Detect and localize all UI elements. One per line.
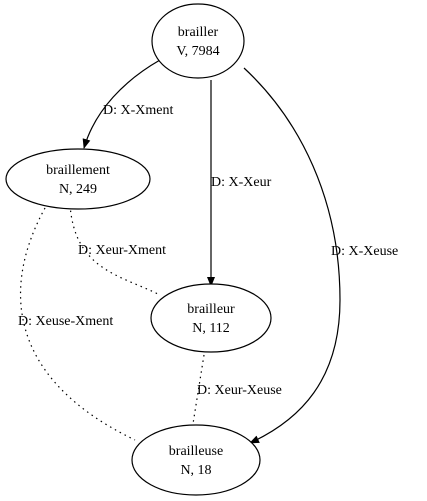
edge-label-x-xeur: D: X-Xeur	[211, 175, 272, 190]
node-brailler[interactable]: brailler V, 7984	[151, 3, 245, 79]
edge-line	[243, 67, 341, 444]
node-info: N, 112	[192, 321, 230, 336]
edge-brailler-braillement: D: X-Xment	[82, 59, 173, 149]
edge-line	[69, 204, 161, 296]
node-ellipse	[131, 424, 261, 496]
edge-brailler-brailleuse: D: X-Xeuse	[243, 67, 398, 444]
edge-brailleur-brailleuse: D: Xeur-Xeuse	[191, 354, 282, 431]
edge-label-x-xeuse: D: X-Xeuse	[331, 244, 398, 259]
node-ellipse	[5, 148, 151, 210]
edge-line	[82, 59, 161, 149]
edge-line	[19, 207, 136, 441]
edge-braillement-brailleur: D: Xeur-Xment	[69, 204, 166, 296]
edge-label-xeur-xeuse: D: Xeur-Xeuse	[197, 383, 282, 398]
node-braillement[interactable]: braillement N, 249	[5, 148, 151, 210]
edge-braillement-brailleuse: D: Xeuse-Xment	[18, 207, 136, 441]
edge-label-xeur-xment: D: Xeur-Xment	[78, 243, 166, 258]
node-ellipse	[151, 3, 245, 79]
node-info: V, 7984	[176, 44, 219, 59]
edge-brailler-brailleur: D: X-Xeur	[207, 80, 272, 287]
node-ellipse	[150, 283, 272, 353]
edge-label-x-xment: D: X-Xment	[103, 103, 173, 118]
node-info: N, 249	[59, 182, 97, 197]
node-word: brailleuse	[169, 444, 223, 459]
node-word: brailler	[178, 25, 219, 40]
node-info: N, 18	[180, 463, 211, 478]
node-word: braillement	[46, 163, 110, 178]
node-brailleur[interactable]: brailleur N, 112	[150, 283, 272, 353]
edge-label-xeuse-xment: D: Xeuse-Xment	[18, 314, 113, 329]
node-word: brailleur	[187, 302, 235, 317]
node-brailleuse[interactable]: brailleuse N, 18	[131, 424, 261, 496]
